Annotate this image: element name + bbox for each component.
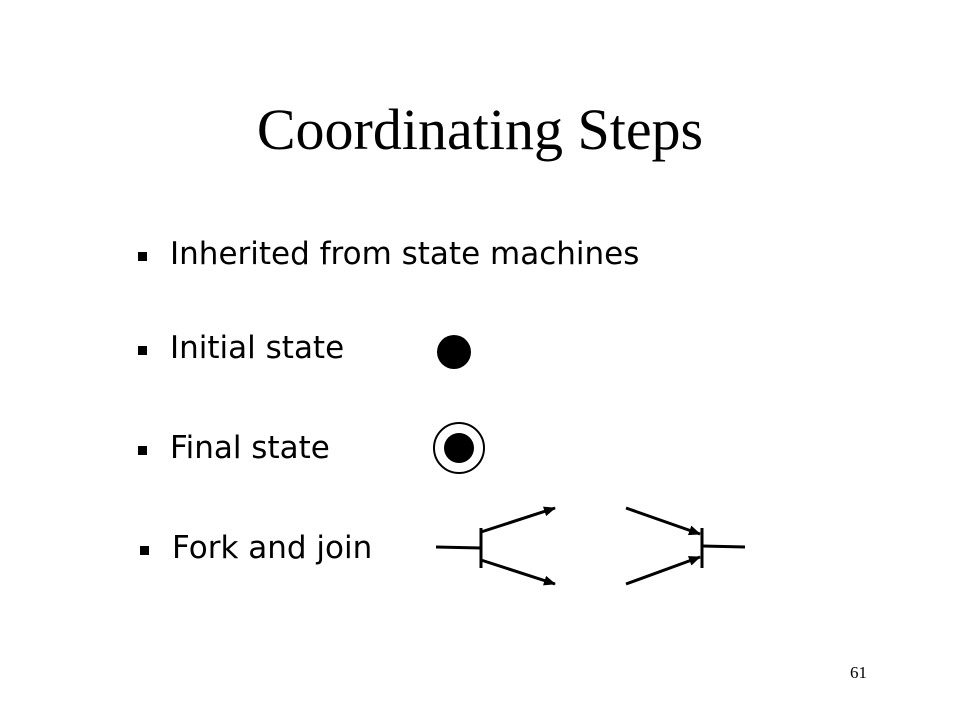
final-state-icon [433, 422, 485, 474]
bullet-text: Final state [170, 430, 330, 466]
initial-state-icon [437, 335, 471, 369]
square-bullet-icon [138, 346, 147, 355]
page-number: 61 [850, 663, 867, 682]
fork-icon [435, 506, 556, 586]
bullet-text: Inherited from state machines [170, 236, 640, 272]
square-bullet-icon [138, 446, 147, 455]
bullet-text: Initial state [170, 330, 345, 366]
slide-title: Coordinating Steps [256, 97, 704, 162]
bullet-text: Fork and join [172, 530, 373, 566]
join-icon [625, 506, 746, 586]
square-bullet-icon [140, 546, 149, 555]
square-bullet-icon [138, 252, 147, 261]
